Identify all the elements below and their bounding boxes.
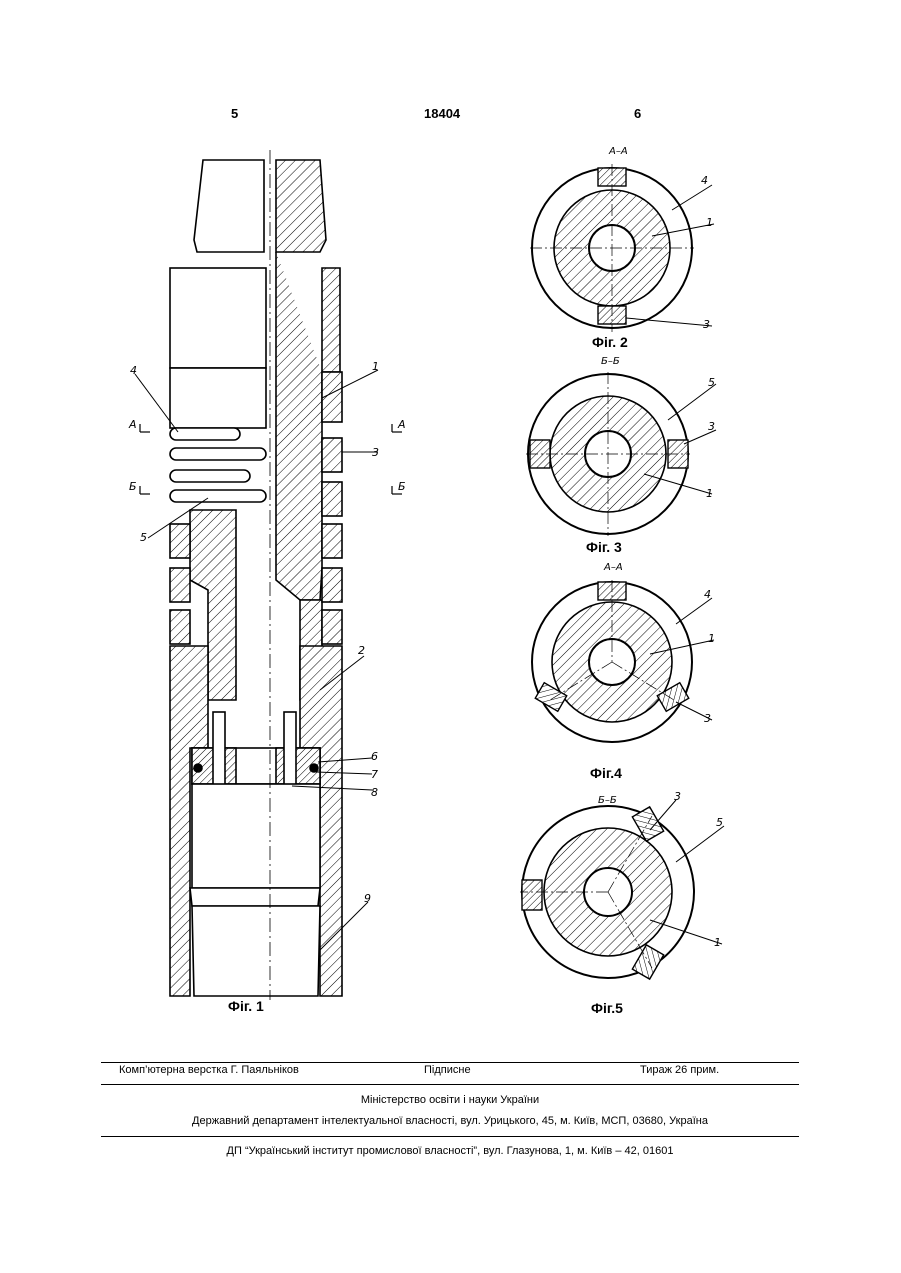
- fig2-callout-4: 4: [701, 174, 708, 187]
- callout-6: 6: [371, 750, 378, 763]
- callout-9: 9: [364, 892, 371, 905]
- seal-left: [194, 764, 202, 772]
- figure-3: [526, 372, 716, 536]
- top-connector-left: [194, 160, 264, 252]
- footer-rule-1: [101, 1062, 799, 1063]
- caption-fig-1: Фіг. 1: [228, 998, 264, 1014]
- seal-right: [310, 764, 318, 772]
- callout-2: 2: [358, 644, 365, 657]
- fig5-callout-3: 3: [674, 790, 681, 803]
- caption-fig-3: Фіг. 3: [586, 539, 622, 555]
- bolt-right: [284, 712, 296, 788]
- section-title-fig-2: А–А: [608, 146, 628, 157]
- fig4-callout-3: 3: [704, 712, 711, 725]
- upper-body-left: [170, 268, 266, 368]
- figure-2: [530, 164, 714, 332]
- caption-fig-5: Фіг.5: [591, 1000, 623, 1016]
- callout-7: 7: [371, 768, 378, 781]
- caption-fig-4: Фіг.4: [590, 765, 622, 781]
- lower-chamber: [192, 784, 320, 888]
- footer-signed: Підписне: [424, 1064, 471, 1076]
- footer-typesetter: Комп’ютерна верстка Г. Паяльніков: [119, 1064, 299, 1076]
- callout-1: 1: [372, 360, 379, 373]
- footer-ministry: Міністерство освіти і науки України: [101, 1094, 799, 1106]
- footer-rule-2: [101, 1084, 799, 1085]
- left-blocks: [170, 524, 190, 644]
- figure-5: [520, 800, 724, 979]
- section-title-fig-4: А–А: [603, 562, 623, 573]
- figure-1: [135, 150, 402, 1000]
- caption-fig-2: Фіг. 2: [592, 334, 628, 350]
- bolt-left: [213, 712, 225, 788]
- callout-8: 8: [371, 786, 378, 799]
- section-mark-b-right: Б: [398, 480, 406, 493]
- footer-circulation: Тираж 26 прим.: [640, 1064, 719, 1076]
- top-connector-right: [276, 160, 326, 252]
- fig4-callout-1: 1: [708, 632, 715, 645]
- bottom-sub: [192, 906, 320, 996]
- fig4-callout-4: 4: [704, 588, 711, 601]
- footer-institute: ДП “Український інститут промислової вла…: [101, 1145, 799, 1157]
- callout-5: 5: [140, 531, 147, 544]
- fig3-callout-3: 3: [708, 420, 715, 433]
- fig3-callout-5: 5: [708, 376, 715, 389]
- section-mark-a-right: А: [397, 418, 406, 431]
- callout-4: 4: [130, 364, 137, 377]
- fig5-callout-5: 5: [716, 816, 723, 829]
- section-title-fig-3: Б–Б: [601, 356, 620, 367]
- footer-rule-3: [101, 1136, 799, 1137]
- slot-group: [170, 428, 266, 502]
- section-title-fig-5: Б–Б: [598, 795, 617, 806]
- right-blocks: [322, 372, 342, 644]
- fig3-callout-1: 1: [706, 487, 713, 500]
- footer-department: Державний департамент інтелектуальної вл…: [101, 1115, 799, 1127]
- section-mark-b-left: Б: [129, 480, 137, 493]
- callout-3: 3: [372, 446, 379, 459]
- figure-4: [532, 580, 714, 742]
- fig2-callout-3: 3: [703, 318, 710, 331]
- fig5-callout-1: 1: [714, 936, 721, 949]
- section-mark-a-left: А: [128, 418, 137, 431]
- fig2-callout-1: 1: [706, 216, 713, 229]
